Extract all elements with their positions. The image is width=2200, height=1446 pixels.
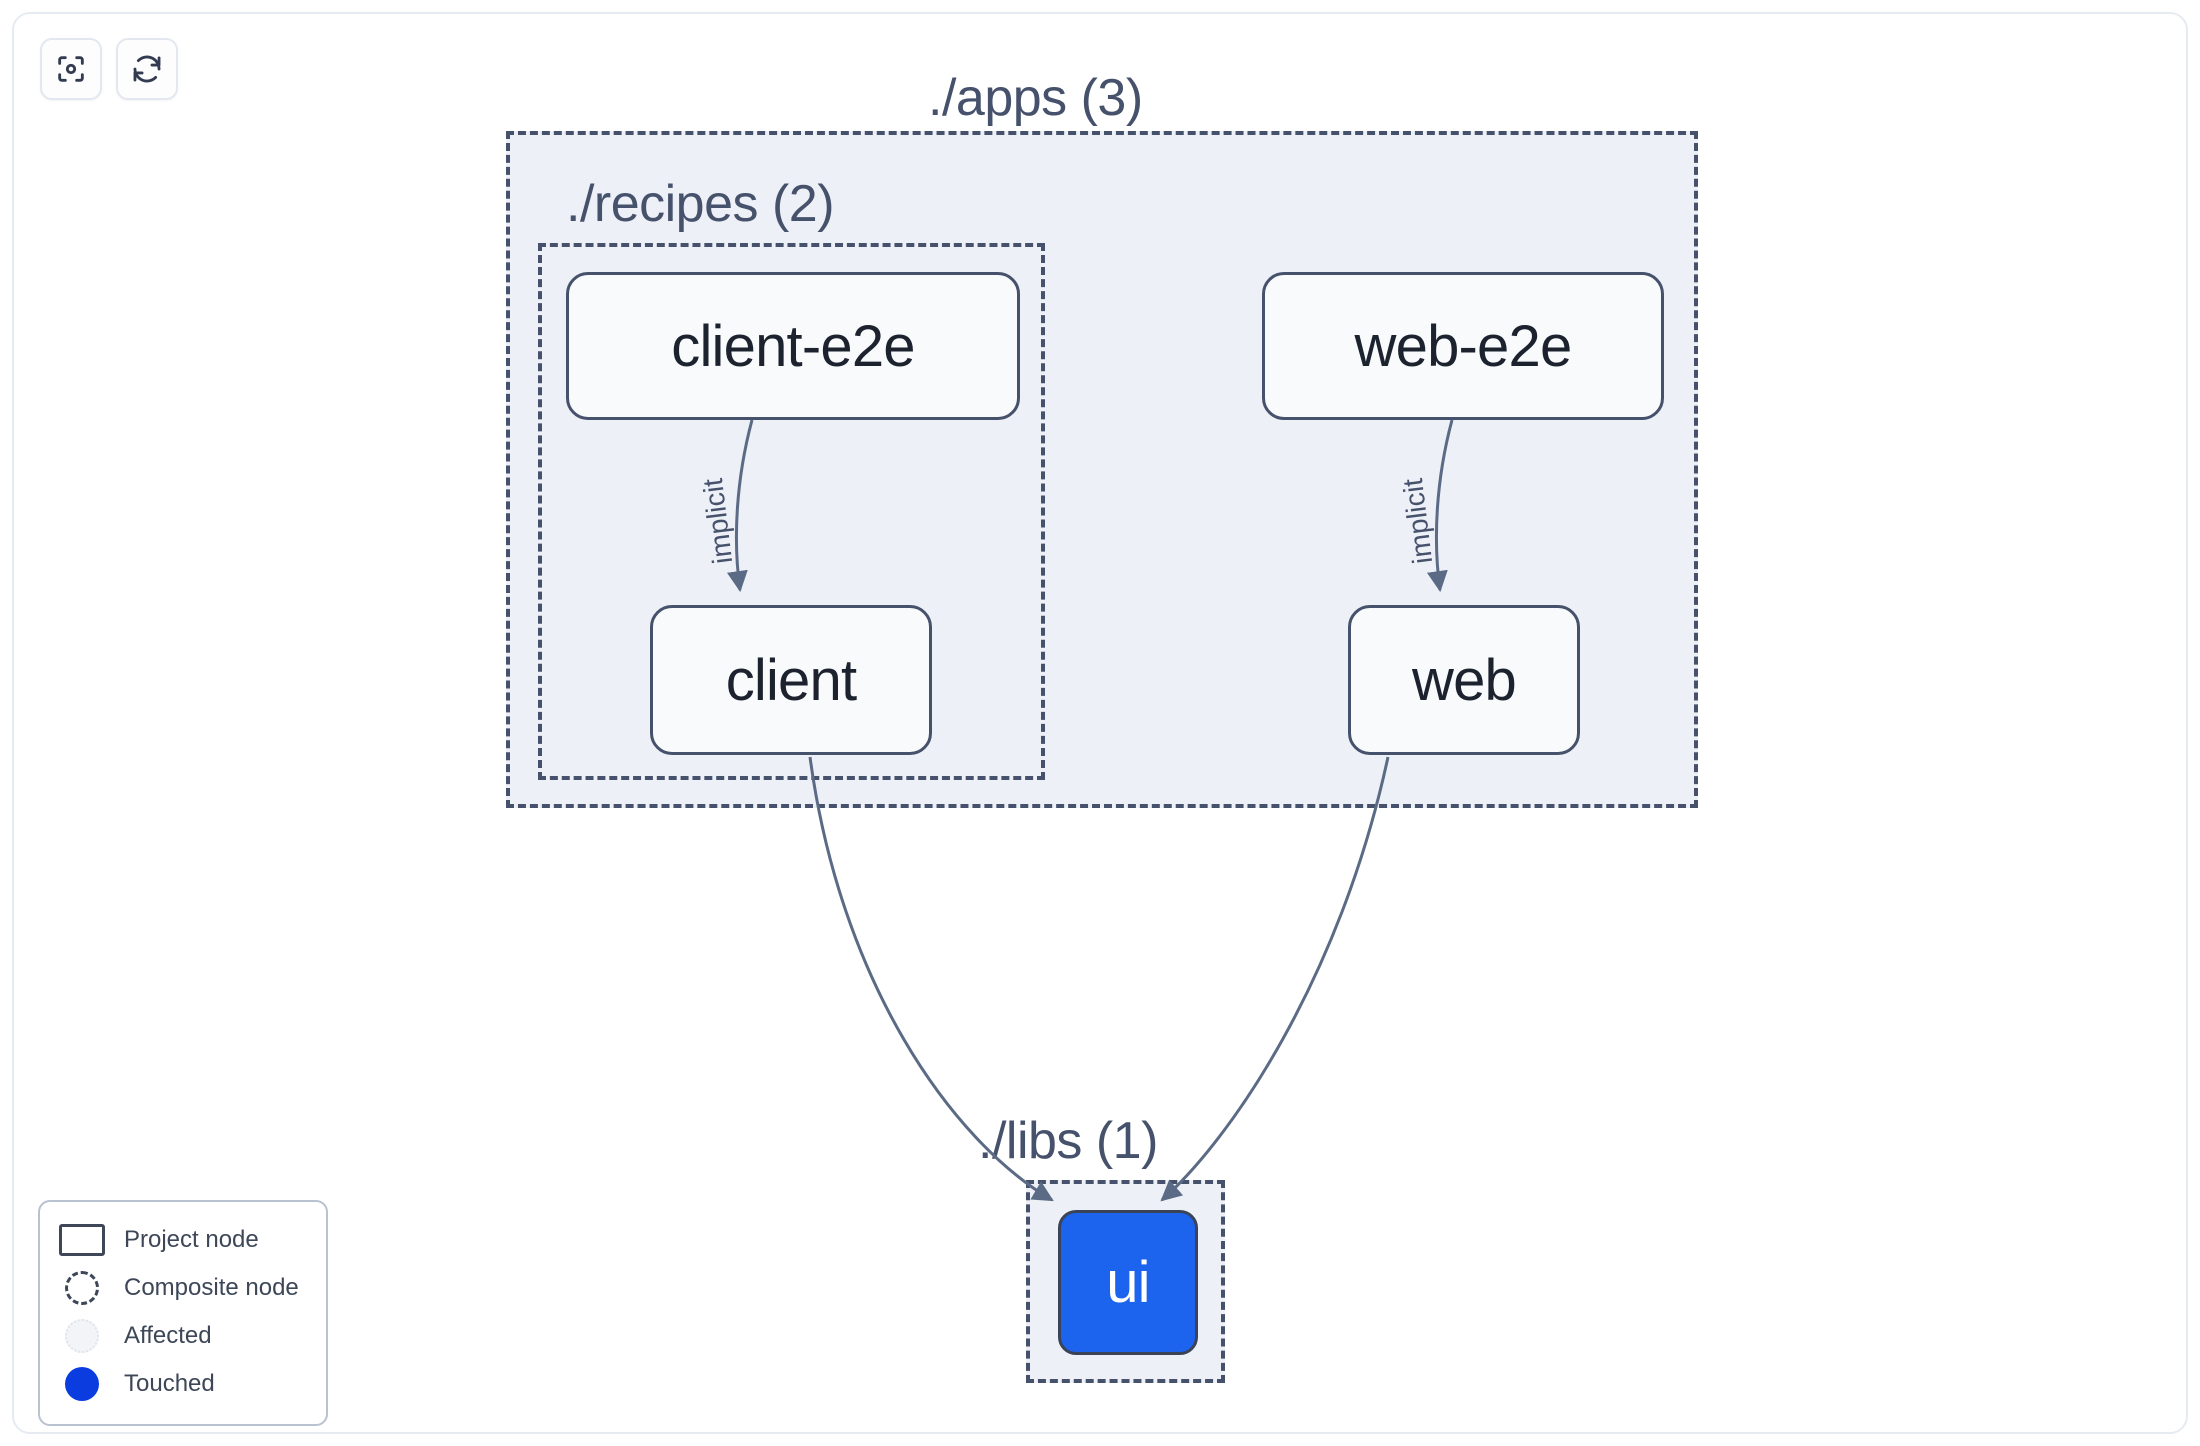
composite-label-recipes: ./recipes (2): [566, 175, 835, 233]
touched-swatch: [58, 1365, 106, 1403]
composite-label-apps: ./apps (3): [928, 69, 1143, 127]
legend-label-touched: Touched: [124, 1370, 215, 1397]
legend-label-project-node: Project node: [124, 1226, 259, 1253]
refresh-graph-button[interactable]: [116, 38, 178, 100]
project-node-web-e2e[interactable]: web-e2e: [1262, 272, 1664, 420]
project-node-client-e2e[interactable]: client-e2e: [566, 272, 1020, 420]
focus-target-icon: [54, 52, 88, 86]
project-node-web[interactable]: web: [1348, 605, 1580, 755]
focus-graph-button[interactable]: [40, 38, 102, 100]
project-node-client[interactable]: client: [650, 605, 932, 755]
graph-legend: Project node Composite node Affected Tou…: [38, 1200, 328, 1426]
graph-toolbar: [40, 38, 178, 100]
affected-swatch: [58, 1317, 106, 1355]
legend-item-affected: Affected: [58, 1312, 308, 1360]
refresh-sync-icon: [130, 52, 164, 86]
legend-item-composite-node: Composite node: [58, 1264, 308, 1312]
legend-item-touched: Touched: [58, 1360, 308, 1408]
legend-label-affected: Affected: [124, 1322, 212, 1349]
legend-label-composite-node: Composite node: [124, 1274, 299, 1301]
legend-item-project-node: Project node: [58, 1216, 308, 1264]
composite-label-libs: ./libs (1): [978, 1112, 1158, 1170]
composite-node-swatch: [58, 1269, 106, 1307]
project-node-ui[interactable]: ui: [1058, 1210, 1198, 1355]
project-node-swatch: [58, 1221, 106, 1259]
